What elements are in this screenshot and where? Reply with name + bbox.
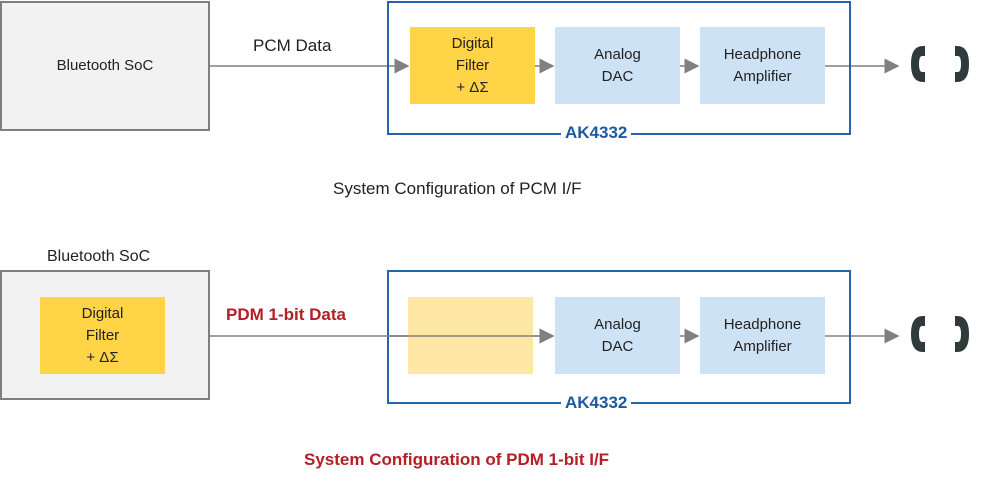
analog-dac-block-2: Analog DAC bbox=[555, 297, 680, 374]
bluetooth-soc-label-2: Bluetooth SoC bbox=[47, 248, 151, 265]
headphone-icon bbox=[911, 46, 969, 82]
digital-filter-block-soc: Digital Filter + ΔΣ bbox=[40, 297, 165, 374]
headphone-amplifier-block-2: Headphone Amplifier bbox=[700, 297, 825, 374]
headphone-amplifier-block: Headphone Amplifier bbox=[700, 27, 825, 104]
pcm-caption: System Configuration of PCM I/F bbox=[333, 179, 582, 198]
ak4332-chip-label: AK4332 bbox=[561, 123, 632, 143]
headphone-icon bbox=[911, 316, 969, 352]
bluetooth-soc-box: Bluetooth SoC bbox=[0, 1, 210, 131]
bluetooth-soc-label: Bluetooth SoC bbox=[56, 57, 154, 74]
analog-dac-block: Analog DAC bbox=[555, 27, 680, 104]
pdm-data-label: PDM 1-bit Data bbox=[226, 305, 346, 324]
ak4332-chip-label-2: AK4332 bbox=[561, 393, 632, 413]
digital-filter-block: Digital Filter + ΔΣ bbox=[410, 27, 535, 104]
pcm-data-label: PCM Data bbox=[253, 36, 332, 55]
pdm-caption: System Configuration of PDM 1-bit I/F bbox=[304, 450, 610, 469]
